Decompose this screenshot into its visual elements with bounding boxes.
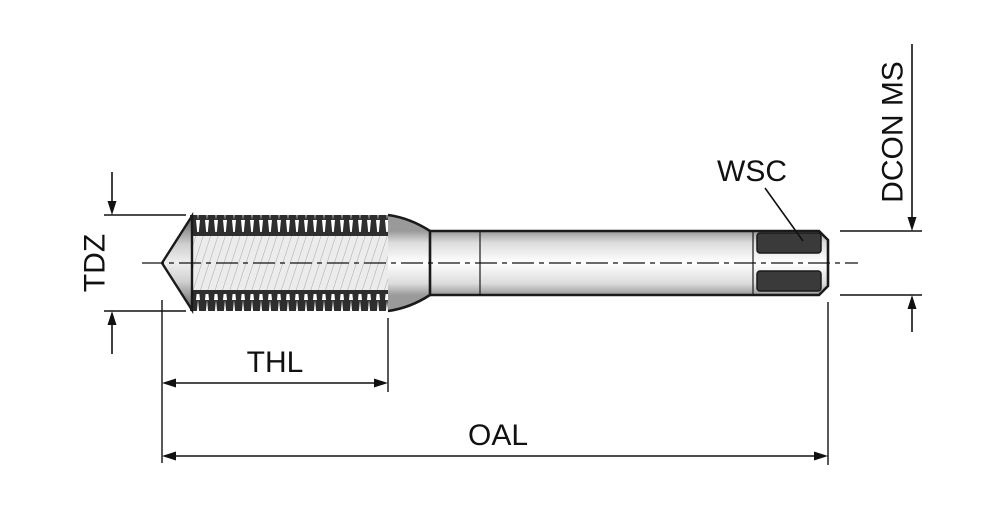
arrow-left-icon: [162, 378, 176, 388]
arrow-right-icon: [814, 451, 828, 461]
oal-dimension: OAL: [162, 302, 829, 465]
thread-root-top: [190, 232, 388, 236]
tdz-dimension: TDZ: [79, 172, 186, 354]
dcon-label: DCON MS: [877, 61, 910, 203]
arrow-right-icon: [374, 378, 388, 388]
thl-label: THL: [247, 346, 304, 379]
wsc-label: WSC: [717, 155, 787, 188]
dcon-dimension: DCON MS: [840, 44, 922, 332]
tdz-label: TDZ: [79, 234, 112, 292]
arrow-down-icon: [107, 201, 117, 215]
thl-dimension: THL: [161, 300, 389, 463]
wsc-callout: WSC: [717, 155, 804, 242]
arrow-left-icon: [162, 451, 176, 461]
arrow-up-icon: [907, 295, 917, 309]
tap-tool: [142, 211, 858, 315]
square-drive: [756, 232, 822, 292]
arrow-down-icon: [907, 217, 917, 231]
arrow-up-icon: [107, 311, 117, 325]
oal-label: OAL: [468, 419, 528, 452]
square-flat-bottom: [756, 270, 822, 292]
thread-teeth-top: [190, 215, 388, 235]
square-flat-top: [756, 232, 822, 254]
thread-teeth-bottom: [190, 291, 388, 311]
thread-root-bottom: [190, 290, 388, 294]
